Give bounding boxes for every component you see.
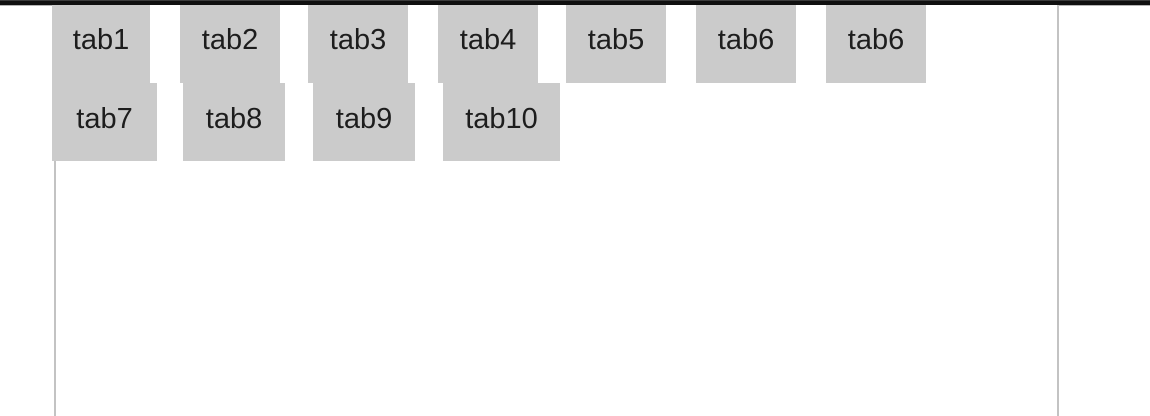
top-black-bar xyxy=(0,0,1150,5)
tab-tab6[interactable]: tab6 xyxy=(696,5,796,83)
tab-tab8[interactable]: tab8 xyxy=(183,83,285,161)
tab-tab9[interactable]: tab9 xyxy=(313,83,415,161)
tab-tab2[interactable]: tab2 xyxy=(180,5,280,83)
tab-tab1[interactable]: tab1 xyxy=(52,5,150,83)
tab-tab7[interactable]: tab7 xyxy=(52,83,157,161)
tab-tab10[interactable]: tab10 xyxy=(443,83,560,161)
tab-tab3[interactable]: tab3 xyxy=(308,5,408,83)
tab-tab4[interactable]: tab4 xyxy=(438,5,538,83)
tab-tab6-duplicate[interactable]: tab6 xyxy=(826,5,926,83)
tab-tab5[interactable]: tab5 xyxy=(566,5,666,83)
